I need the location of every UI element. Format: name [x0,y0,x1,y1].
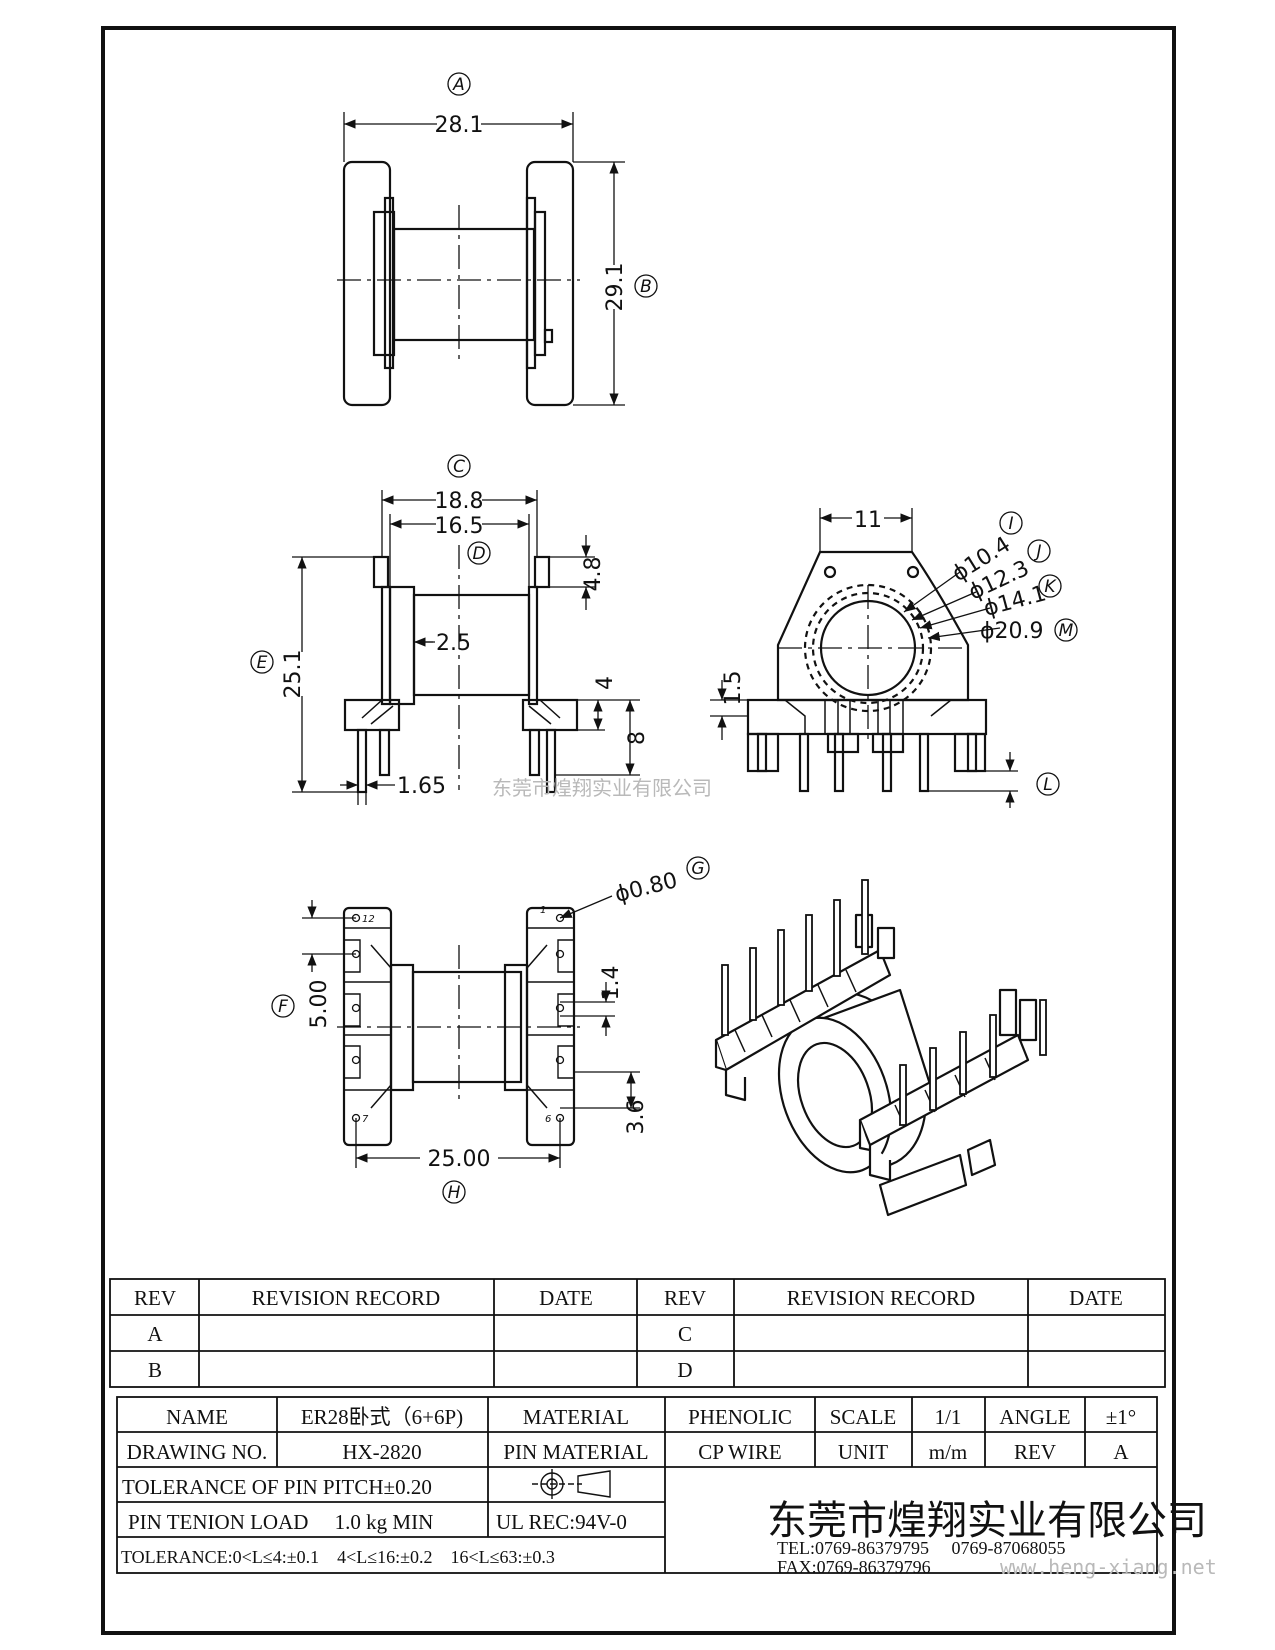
company-name: 东莞市煌翔实业有限公司 [767,1498,1207,1544]
tolerance-pin-pitch: TOLERANCE OF PIN PITCH±0.20 [122,1475,432,1499]
label-d: D [472,544,485,564]
company-fax: FAX:0769-86379796 [777,1557,931,1577]
rev-d: D [677,1358,692,1382]
pin-pitch-dim: 5.00 [307,980,332,1029]
label-h: H [448,1183,461,1203]
scale-value: 1/1 [935,1405,962,1429]
tolerance-general: TOLERANCE:0<L≤4:±0.1 4<L≤16:±0.2 16<L≤63… [121,1547,555,1567]
pin-material-value: CP WIRE [698,1440,781,1464]
label-l: L [1043,775,1052,795]
label-m: M [1059,621,1074,641]
front-height-dim: 25.1 [281,650,306,699]
drawing-no-label: DRAWING NO. [127,1440,268,1464]
top-view [337,112,625,407]
isometric-pins [721,879,1047,1126]
ul-rec: UL REC:94V-0 [496,1510,627,1534]
front-outer-width-dim: 18.8 [435,489,484,514]
material-label: MATERIAL [523,1405,629,1429]
bottom-gap-dim: 1.4 [599,966,624,1001]
rev-label: REV [1014,1440,1056,1464]
side-view [710,508,1018,808]
top-width-dim: 28.1 [435,113,484,138]
side-step-dim: 1.5 [721,671,746,706]
projection-symbol-icon [532,1469,611,1499]
rev-value: A [1113,1440,1129,1464]
material-value: PHENOLIC [688,1405,792,1429]
pin-1-label: 1 [540,905,546,916]
company-tel: TEL:0769-86379795 0769-87068055 [777,1538,1065,1558]
front-inner-width-dim: 16.5 [435,514,484,539]
date-header-1: DATE [539,1286,593,1310]
pin-material-label: PIN MATERIAL [503,1440,648,1464]
rev-header-1: REV [134,1286,176,1310]
label-c: C [453,457,465,477]
watermark-company: 东莞市煌翔实业有限公司 [492,776,712,800]
label-a: A [452,75,465,95]
label-f: F [278,997,288,1017]
pin-tension-load: PIN TENION LOAD 1.0 kg MIN [128,1510,433,1534]
revision-record-header-2: REVISION RECORD [787,1286,975,1310]
unit-value: m/m [929,1440,968,1464]
sheet-border [101,26,1176,1635]
unit-label: UNIT [838,1440,888,1464]
side-width-dim: 11 [854,508,882,533]
label-j: J [1033,542,1041,562]
label-k: K [1044,577,1057,597]
label-b: B [640,277,652,297]
name-label: NAME [166,1405,228,1429]
watermark-url: www.heng-xiang.net [1000,1555,1217,1579]
pin-6-label: 6 [545,1114,551,1125]
bottom-view [302,895,640,1168]
angle-value: ±1° [1106,1405,1136,1429]
bottom-offset-dim: 3.6 [624,1100,649,1135]
pin-12-label: 12 [362,914,375,925]
front-top-height-dim: 4.8 [581,557,606,592]
title-block [116,1396,1158,1574]
label-i: I [1008,514,1013,534]
date-header-2: DATE [1069,1286,1123,1310]
revision-table [109,1278,1166,1388]
label-e: E [257,653,268,673]
label-g: G [691,859,704,879]
isometric-view [714,913,1038,1217]
rev-header-2: REV [664,1286,706,1310]
front-wall-dim: 2.5 [436,631,471,656]
pin-span-dim: 25.00 [428,1147,491,1172]
pin-7-label: 7 [362,1114,369,1125]
front-base-height-dim: 4 [593,676,618,690]
rev-c: C [678,1322,692,1346]
rev-a: A [147,1322,163,1346]
revision-record-header-1: REVISION RECORD [252,1286,440,1310]
flange-diameter: ϕ20.9 [980,619,1044,644]
drawing-no-value: HX-2820 [342,1440,421,1464]
pin-diameter-dim: ϕ0.80 [612,868,680,908]
top-height-dim: 29.1 [603,263,628,312]
scale-label: SCALE [830,1405,897,1429]
angle-label: ANGLE [999,1405,1070,1429]
bottom-pin-holes [351,913,565,1123]
front-pin-width-dim: 1.65 [397,774,446,799]
name-value: ER28卧式（6+6P) [301,1405,463,1429]
front-base-total-dim: 8 [625,731,650,745]
rev-b: B [148,1358,162,1382]
